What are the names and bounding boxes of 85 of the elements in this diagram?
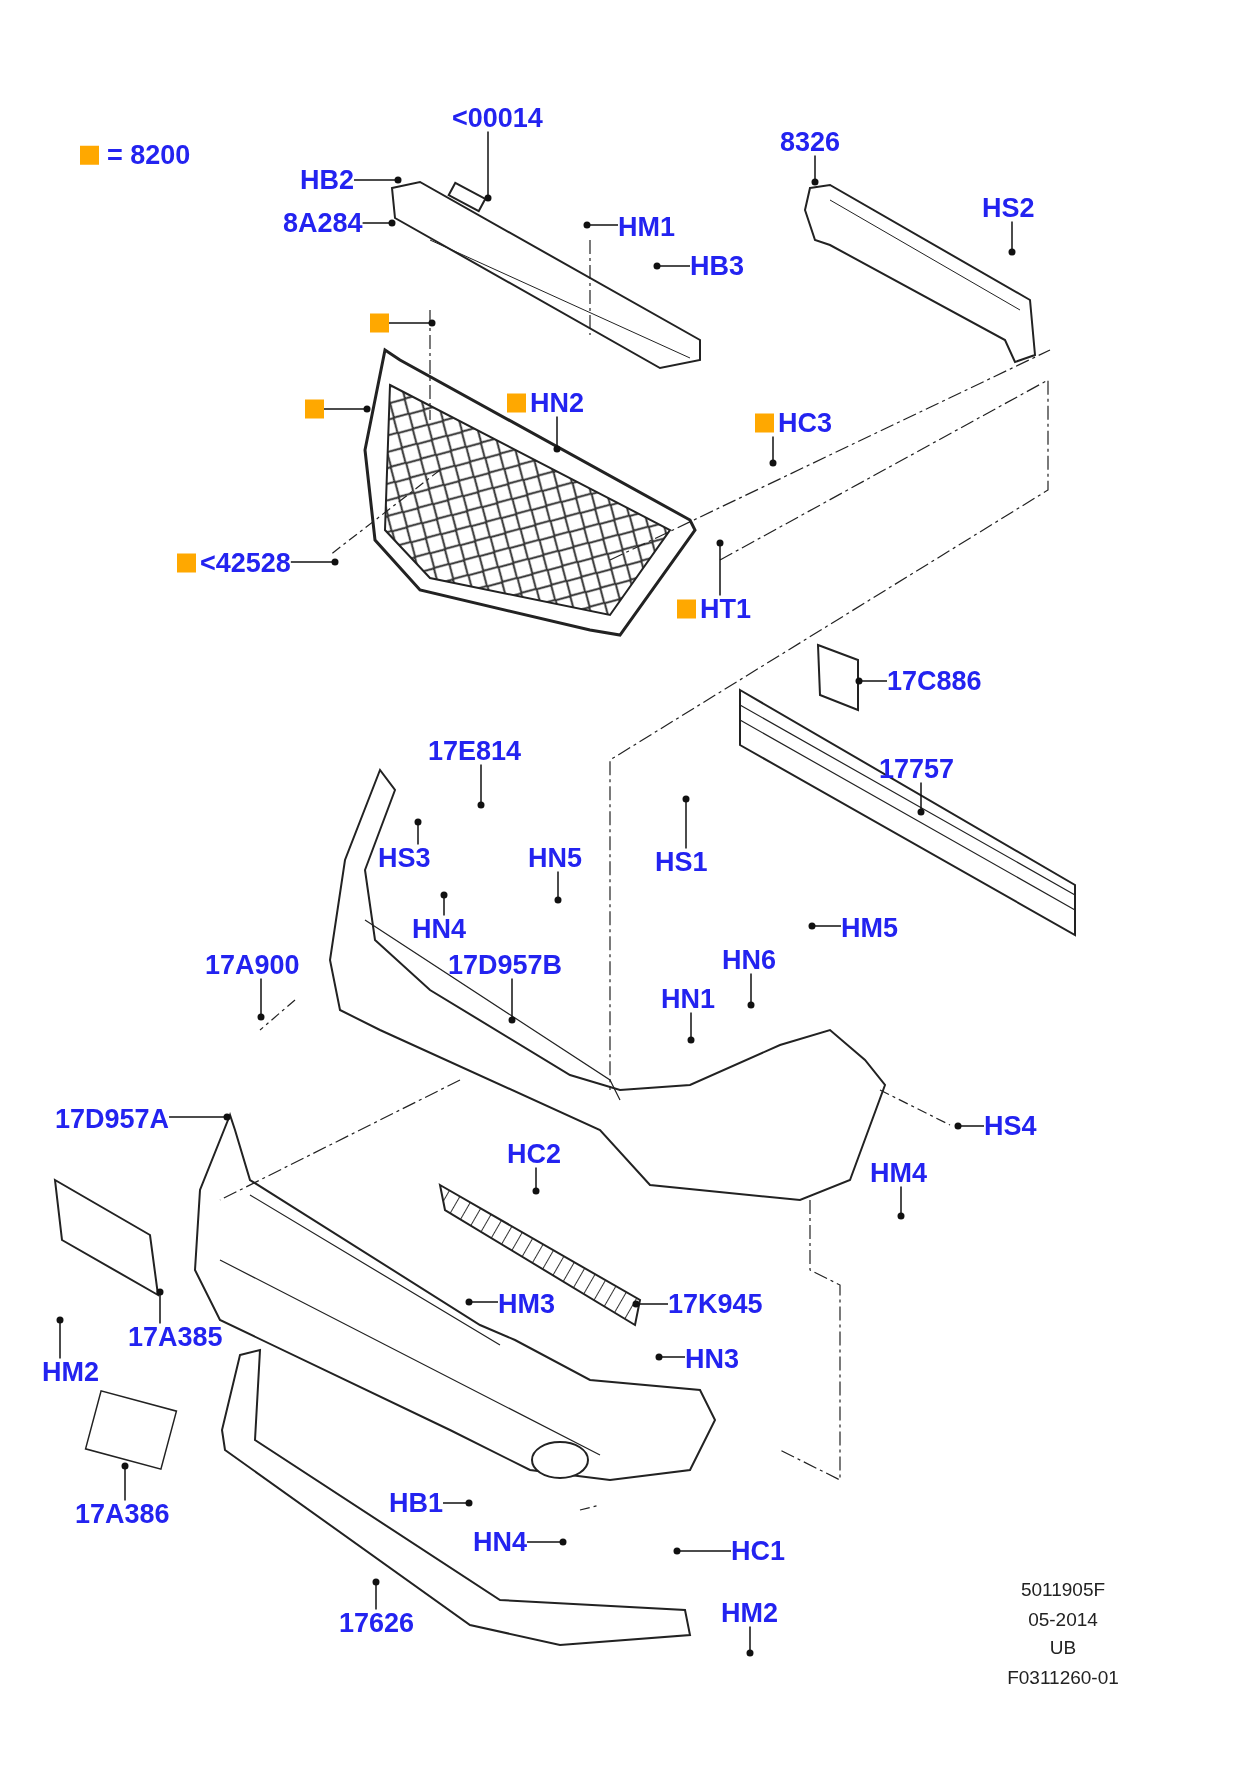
legend-text: = 8200 — [107, 138, 191, 172]
callout-label: HT1 — [700, 595, 751, 623]
drawing-reference: 5011905F — [1020, 1577, 1106, 1602]
drawing-reference: UB — [1049, 1635, 1077, 1660]
leader-line — [388, 319, 436, 327]
callout-label: 8326 — [780, 128, 841, 156]
callout-label: HN2 — [530, 389, 584, 417]
leader-line — [484, 130, 492, 202]
leader-line — [290, 558, 339, 566]
callout-label: HM2 — [721, 1599, 778, 1627]
leader-line — [508, 977, 516, 1024]
callout-label: 17757 — [879, 755, 955, 783]
callout-label: 17E814 — [428, 737, 522, 765]
callout-label: HM2 — [42, 1358, 99, 1386]
leader-line — [682, 795, 690, 850]
callout-label: 17D957B — [448, 951, 563, 979]
leader-line — [477, 763, 485, 809]
callout-label: HN4 — [412, 915, 466, 943]
leader-line — [808, 922, 842, 930]
leader-line — [653, 262, 691, 270]
callout-label: HB3 — [690, 252, 744, 280]
leader-line — [811, 154, 819, 186]
marker-square — [305, 399, 324, 419]
leader-line — [632, 1300, 669, 1308]
callout-label: HN5 — [528, 844, 582, 872]
callout-label: <42528 — [200, 549, 291, 577]
callout-label: 17K945 — [668, 1290, 763, 1318]
leader-line — [442, 1499, 473, 1507]
callout-label: HN1 — [661, 985, 715, 1013]
callout-label: <00014 — [452, 104, 543, 132]
leader-line — [746, 1625, 754, 1657]
callout-label: 17A900 — [205, 951, 300, 979]
callout-label: HM5 — [841, 914, 898, 942]
drawing-reference: 05-2014 — [1028, 1607, 1098, 1632]
callout-label: HM1 — [618, 213, 675, 241]
leader-line — [121, 1462, 129, 1502]
leader-line — [323, 405, 371, 413]
callout-label: 17A386 — [75, 1500, 170, 1528]
callout-label: 17626 — [339, 1609, 415, 1637]
leader-line — [673, 1547, 732, 1555]
marker-square — [370, 313, 389, 333]
leader-line — [554, 870, 562, 904]
callout-label: HS3 — [378, 844, 431, 872]
leader-line — [56, 1316, 64, 1360]
callout-label: HN4 — [473, 1528, 527, 1556]
leader-line — [897, 1185, 905, 1220]
callout-label: HN6 — [722, 946, 776, 974]
callout-label: HN3 — [685, 1345, 739, 1373]
callout-label: HC3 — [778, 409, 832, 437]
callout-label: HB1 — [389, 1489, 443, 1517]
leader-line — [526, 1538, 567, 1546]
leader-line — [414, 818, 422, 846]
callout-label: HS2 — [982, 194, 1035, 222]
leader-line — [655, 1353, 686, 1361]
leader-line — [769, 435, 777, 467]
callout-label: 17A385 — [128, 1323, 223, 1351]
leader-line — [156, 1288, 164, 1325]
leader-line — [465, 1298, 499, 1306]
leader-line — [747, 972, 755, 1009]
leader-line — [716, 539, 724, 597]
leader-line — [954, 1122, 985, 1130]
leader-line — [361, 219, 396, 227]
callout-label: HC2 — [507, 1140, 561, 1168]
callout-label: HM4 — [870, 1159, 927, 1187]
leader-line — [257, 977, 265, 1021]
callout-label: 8A284 — [283, 209, 363, 237]
leader-line — [553, 415, 561, 453]
callout-label: HM3 — [498, 1290, 555, 1318]
callout-label: HB2 — [300, 166, 354, 194]
callout-label: HC1 — [731, 1537, 785, 1565]
callout-label: HS4 — [984, 1112, 1037, 1140]
leader-line — [532, 1166, 540, 1195]
leader-line — [687, 1011, 695, 1044]
leader-line — [1008, 220, 1016, 256]
leader-line — [855, 677, 888, 685]
leader-line — [917, 781, 925, 816]
callout-label: 17D957A — [55, 1105, 170, 1133]
leader-line — [440, 891, 448, 917]
drawing-reference: F0311260-01 — [1007, 1665, 1119, 1690]
leader-line — [372, 1578, 380, 1611]
leader-line — [583, 221, 619, 229]
callout-label: 17C886 — [887, 667, 982, 695]
leader-line — [353, 176, 402, 184]
leader-line — [168, 1113, 231, 1121]
callout-label: HS1 — [655, 848, 708, 876]
